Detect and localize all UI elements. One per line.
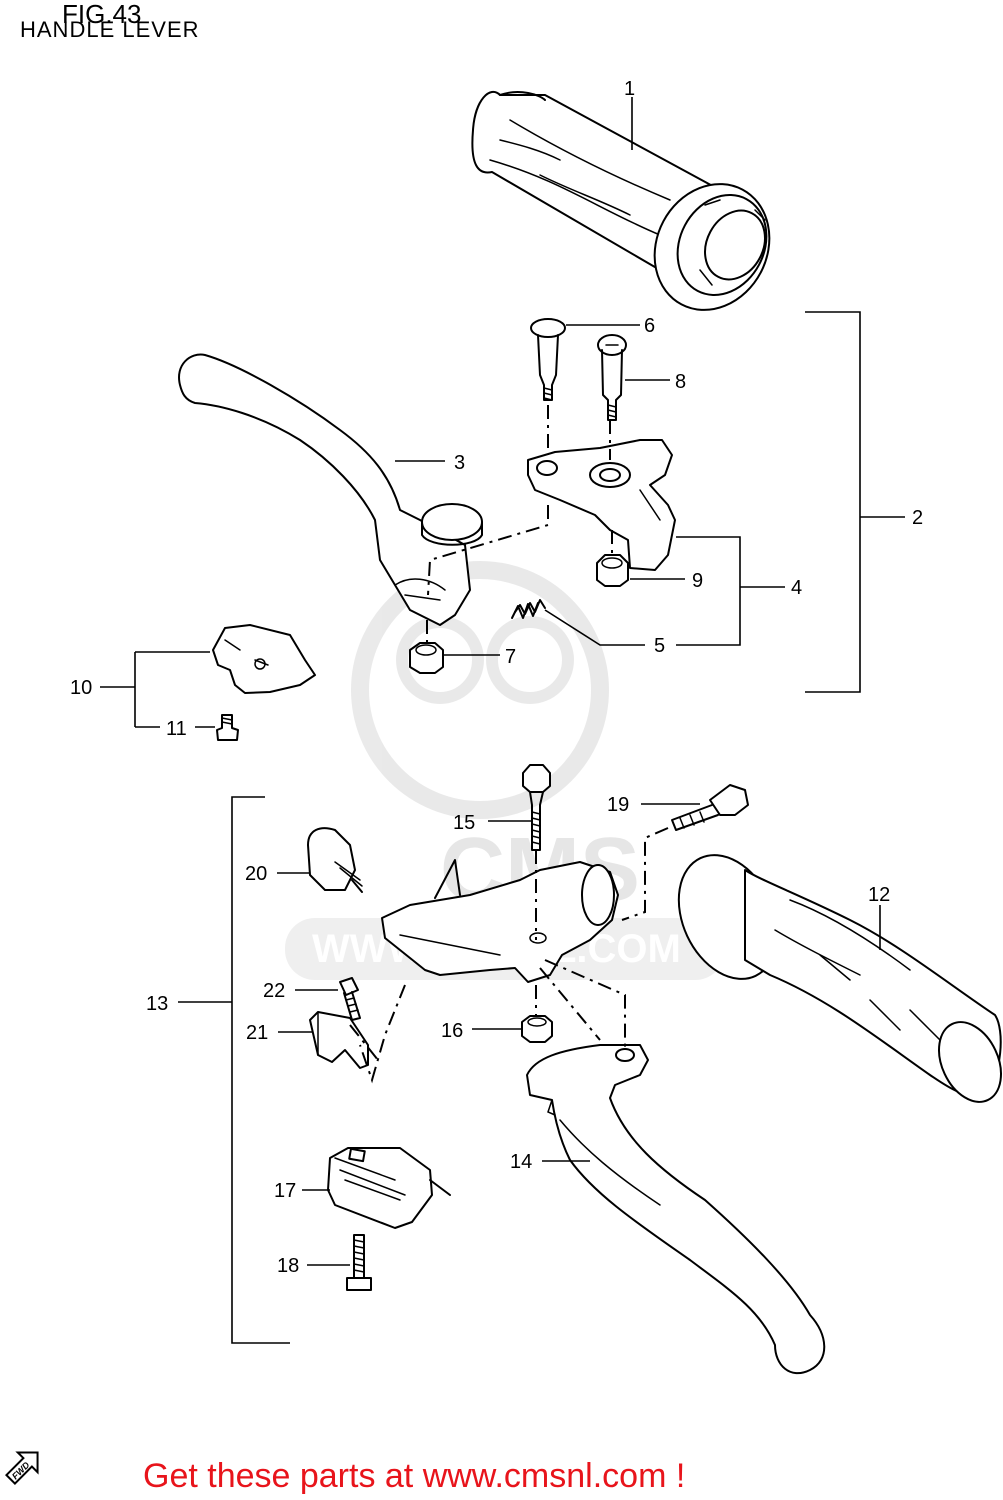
callout-1: 1 — [624, 78, 635, 100]
leader-lines — [195, 97, 685, 728]
part-11-screw — [216, 714, 239, 741]
part-5-spring — [511, 599, 546, 619]
callout-17: 17 — [274, 1180, 296, 1202]
callout-11: 11 — [166, 718, 187, 740]
bracket-10 — [100, 651, 210, 728]
callout-2: 2 — [912, 507, 923, 529]
callout-16: 16 — [441, 1020, 463, 1042]
part-17-switch — [327, 1147, 451, 1229]
callout-9: 9 — [692, 570, 703, 592]
part-16-nut — [521, 1015, 553, 1043]
part-13-bracket — [381, 859, 619, 983]
callout-15: 15 — [453, 812, 475, 834]
figure-label: FIG.43 — [62, 0, 142, 29]
callout-7: 7 — [505, 646, 516, 668]
fwd-arrow-icon: FWD — [5, 1451, 39, 1485]
callout-8: 8 — [675, 371, 686, 393]
callout-20: 20 — [245, 863, 267, 885]
callout-12: 12 — [868, 884, 890, 906]
callout-4: 4 — [791, 577, 802, 599]
part-3-lever — [178, 353, 483, 626]
callout-3: 3 — [454, 452, 465, 474]
callout-18: 18 — [277, 1255, 299, 1277]
part-9-nut — [596, 554, 629, 587]
bracket-2 — [805, 311, 905, 693]
callout-10: 10 — [70, 677, 92, 699]
callout-19: 19 — [607, 794, 629, 816]
part-12-left-grip — [677, 854, 1002, 1103]
centerline — [427, 505, 549, 596]
callout-labels: 1 2 3 4 5 6 7 8 9 10 11 12 13 14 15 16 1… — [70, 78, 923, 1277]
callout-13: 13 — [146, 993, 168, 1015]
callout-6: 6 — [644, 315, 655, 337]
bracket-13 — [178, 796, 290, 1344]
part-21-clip — [309, 1011, 369, 1069]
part-4-holder — [527, 439, 676, 571]
bracket-4 — [676, 536, 785, 646]
part-20-cap — [307, 827, 363, 893]
part-19-bolt — [671, 784, 749, 831]
part-18-screw — [346, 1234, 372, 1291]
part-14-lever — [526, 1044, 826, 1375]
part-8-screw — [597, 334, 627, 421]
part-10-switch — [212, 624, 316, 694]
part-22-screw — [339, 977, 361, 1021]
part-6-pivot-bolt — [530, 318, 566, 401]
part-7-nut — [409, 642, 444, 674]
figure-title: HANDLE LEVER — [20, 17, 200, 42]
callout-21: 21 — [246, 1022, 268, 1044]
leader-lines-lower — [277, 803, 881, 1266]
callout-22: 22 — [263, 980, 285, 1002]
centerline — [621, 827, 669, 921]
centerline — [544, 959, 626, 1048]
footer-cta[interactable]: Get these parts at www.cmsnl.com ! — [143, 1457, 686, 1495]
callout-14: 14 — [510, 1151, 532, 1173]
centerline — [349, 1024, 379, 1061]
part-1-throttle-grip — [471, 90, 771, 311]
centerline — [359, 984, 406, 1084]
callout-5: 5 — [654, 635, 665, 657]
centerline — [539, 967, 601, 1041]
